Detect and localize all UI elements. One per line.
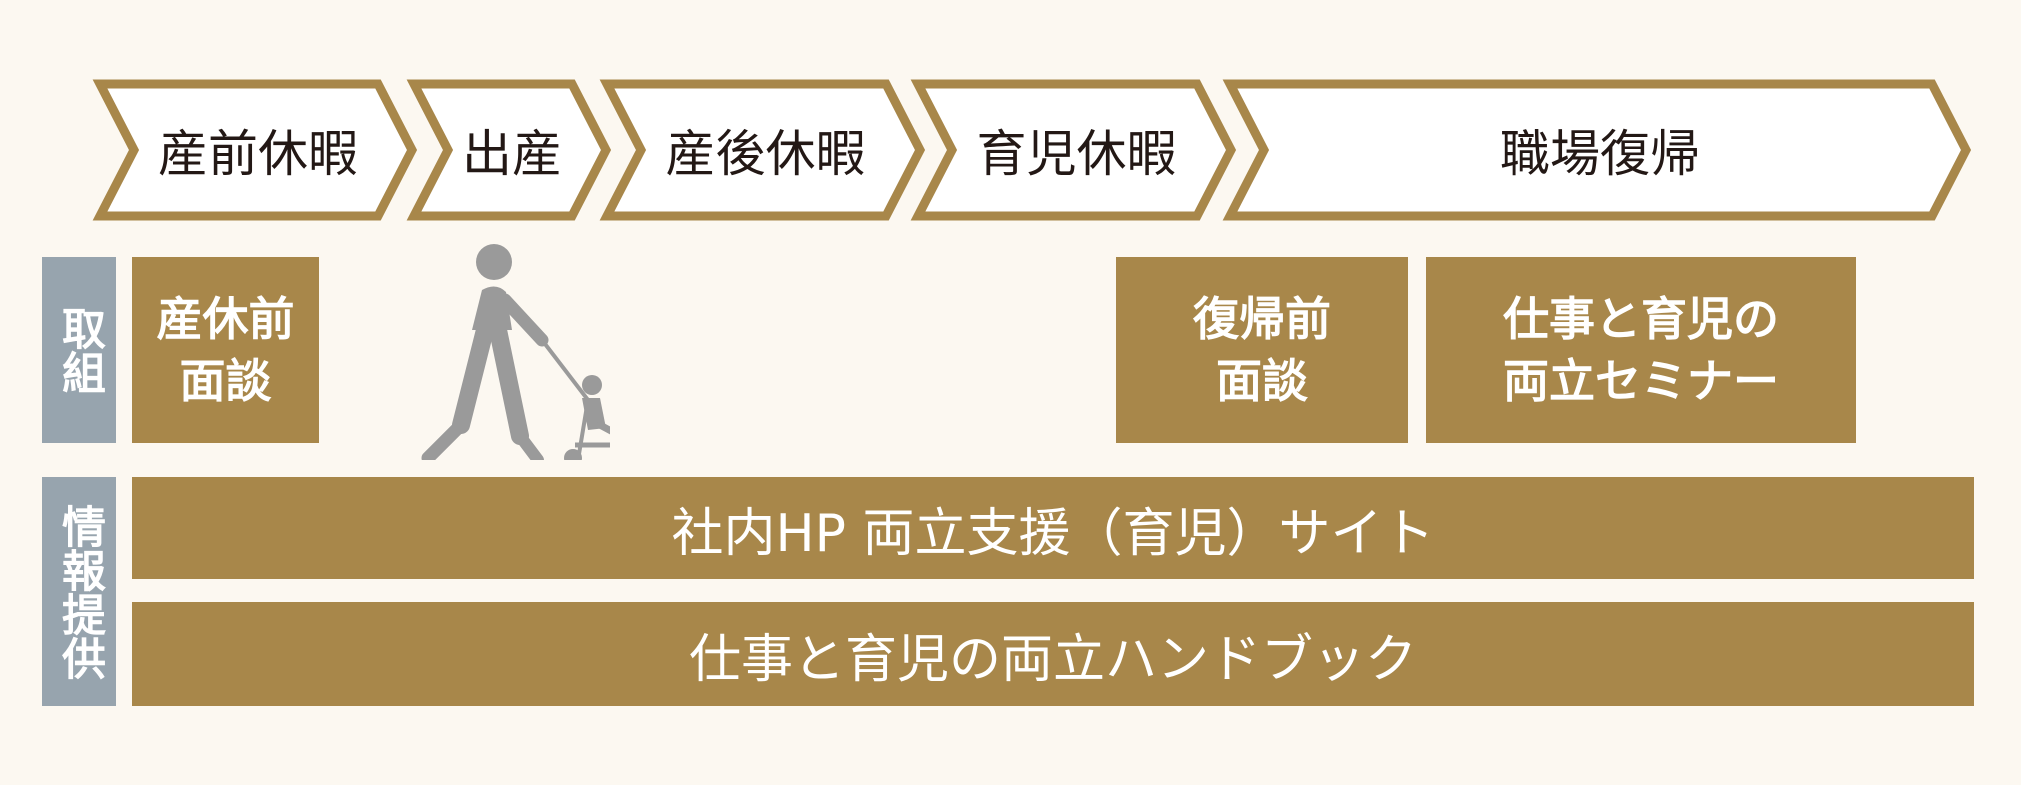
phase-arrow-prenatal bbox=[92, 79, 418, 221]
phase-label-childcare: 育児休暇 bbox=[976, 125, 1177, 183]
phase-arrow-childcare bbox=[910, 79, 1237, 221]
person-pushing-stroller-icon bbox=[421, 244, 610, 460]
row-label-initiatives: 取組 bbox=[42, 257, 116, 443]
phase-label-prenatal: 産前休暇 bbox=[158, 125, 358, 183]
row-label-information: 情報提供 bbox=[42, 477, 116, 706]
phase-label-return: 職場復帰 bbox=[1500, 125, 1700, 183]
phase-arrow-return bbox=[1222, 79, 1972, 221]
phase-label-postnatal: 産後休暇 bbox=[665, 125, 866, 183]
phase-arrow-postnatal bbox=[599, 79, 926, 221]
intranet-support-site-band: 社内HP 両立支援（育児）サイト bbox=[132, 477, 1974, 579]
balance-seminar-box: 仕事と育児の 両立セミナー bbox=[1426, 257, 1856, 443]
phase-label-birth: 出産 bbox=[462, 125, 562, 183]
pre-leave-interview-box: 産休前 面談 bbox=[132, 257, 319, 443]
phase-arrow-birth bbox=[406, 79, 612, 221]
pre-return-interview-box: 復帰前 面談 bbox=[1116, 257, 1408, 443]
handbook-band: 仕事と育児の両立ハンドブック bbox=[132, 602, 1974, 706]
